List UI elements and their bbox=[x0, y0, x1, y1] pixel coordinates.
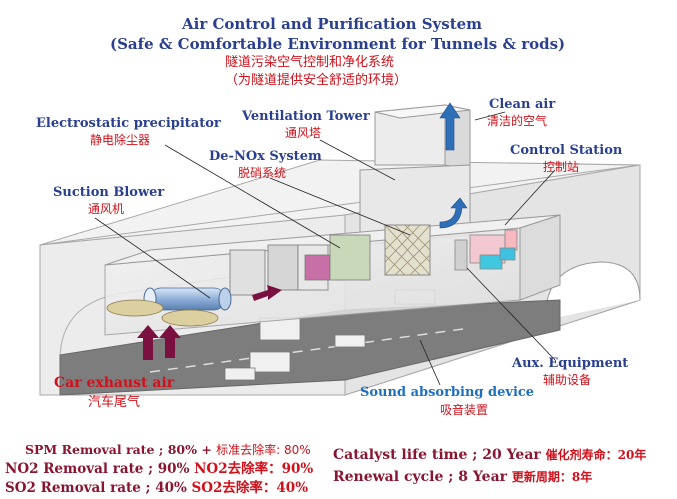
label-clean-cn: 清洁的空气 bbox=[487, 114, 548, 128]
clean-air-arrows bbox=[439, 102, 468, 229]
subtitle-english: (Safe & Comfortable Environment for Tunn… bbox=[110, 35, 566, 53]
label-blower-cn: 通风机 bbox=[88, 202, 125, 216]
stat-no2-en: NO2 Removal rate ; 90% bbox=[5, 461, 195, 477]
label-exhaust-en: Car exhaust air bbox=[54, 375, 175, 391]
stat-spm: SPM Removal rate ; 80% + 标准去除率: 80% bbox=[25, 443, 311, 457]
label-exhaust-cn: 汽车尾气 bbox=[88, 395, 141, 410]
label-aux-en: Aux. Equipment bbox=[512, 356, 629, 371]
stat-catalyst: Catalyst life time ; 20 Year 催化剂寿命：20年 bbox=[333, 447, 647, 463]
label-control-en: Control Station bbox=[510, 143, 623, 158]
subtitle-chinese: （为隧道提供安全舒适的环境） bbox=[225, 73, 408, 88]
label-denox-en: De-NOx System bbox=[209, 149, 322, 164]
title-english: Air Control and Purification System bbox=[182, 15, 483, 33]
stat-renewal-en: Renewal cycle ; 8 Year bbox=[333, 469, 512, 485]
label-sound-cn: 吸音装置 bbox=[440, 403, 489, 417]
label-control-cn: 控制站 bbox=[543, 160, 580, 174]
stat-so2-en: SO2 Removal rate ; 40% bbox=[5, 480, 192, 496]
stat-no2: NO2 Removal rate ; 90% NO2去除率：90% bbox=[5, 462, 313, 477]
stat-renewal-cn: 更新周期：8年 bbox=[511, 470, 593, 484]
label-clean-en: Clean air bbox=[489, 97, 556, 112]
exhaust-arrows bbox=[137, 285, 282, 360]
label-aux-cn: 辅助设备 bbox=[543, 373, 592, 387]
label-vent-en: Ventilation Tower bbox=[242, 109, 370, 124]
label-sound-en: Sound absorbing device bbox=[360, 385, 535, 400]
label-blower-en: Suction Blower bbox=[53, 185, 165, 200]
control-station bbox=[454, 229, 518, 271]
intake-grilles bbox=[106, 299, 219, 327]
stat-so2: SO2 Removal rate ; 40% SO2去除率：40% bbox=[5, 481, 308, 496]
denox-lattice bbox=[384, 224, 431, 276]
stat-renewal: Renewal cycle ; 8 Year 更新周期：8年 bbox=[333, 469, 593, 485]
label-vent-cn: 通风塔 bbox=[285, 126, 322, 140]
label-esp-cn: 静电除尘器 bbox=[90, 133, 151, 147]
blower-pipe bbox=[143, 287, 232, 311]
label-esp-en: Electrostatic precipitator bbox=[36, 116, 221, 131]
title-chinese: 隧道污染空气控制和净化系统 bbox=[225, 55, 395, 70]
stat-no2-cn: NO2去除率：90% bbox=[194, 461, 314, 477]
callout-lines bbox=[94, 111, 556, 386]
esp-modules bbox=[229, 234, 371, 296]
stat-catalyst-en: Catalyst life time ; 20 Year bbox=[333, 447, 546, 463]
stat-catalyst-cn: 催化剂寿命：20年 bbox=[545, 448, 647, 462]
stat-spm-cn: 标准去除率: 80% bbox=[216, 443, 311, 457]
stat-spm-en: SPM Removal rate ; 80% + bbox=[25, 442, 217, 457]
stat-so2-cn: SO2去除率：40% bbox=[191, 480, 309, 496]
label-denox-cn: 脱硝系统 bbox=[238, 166, 287, 180]
